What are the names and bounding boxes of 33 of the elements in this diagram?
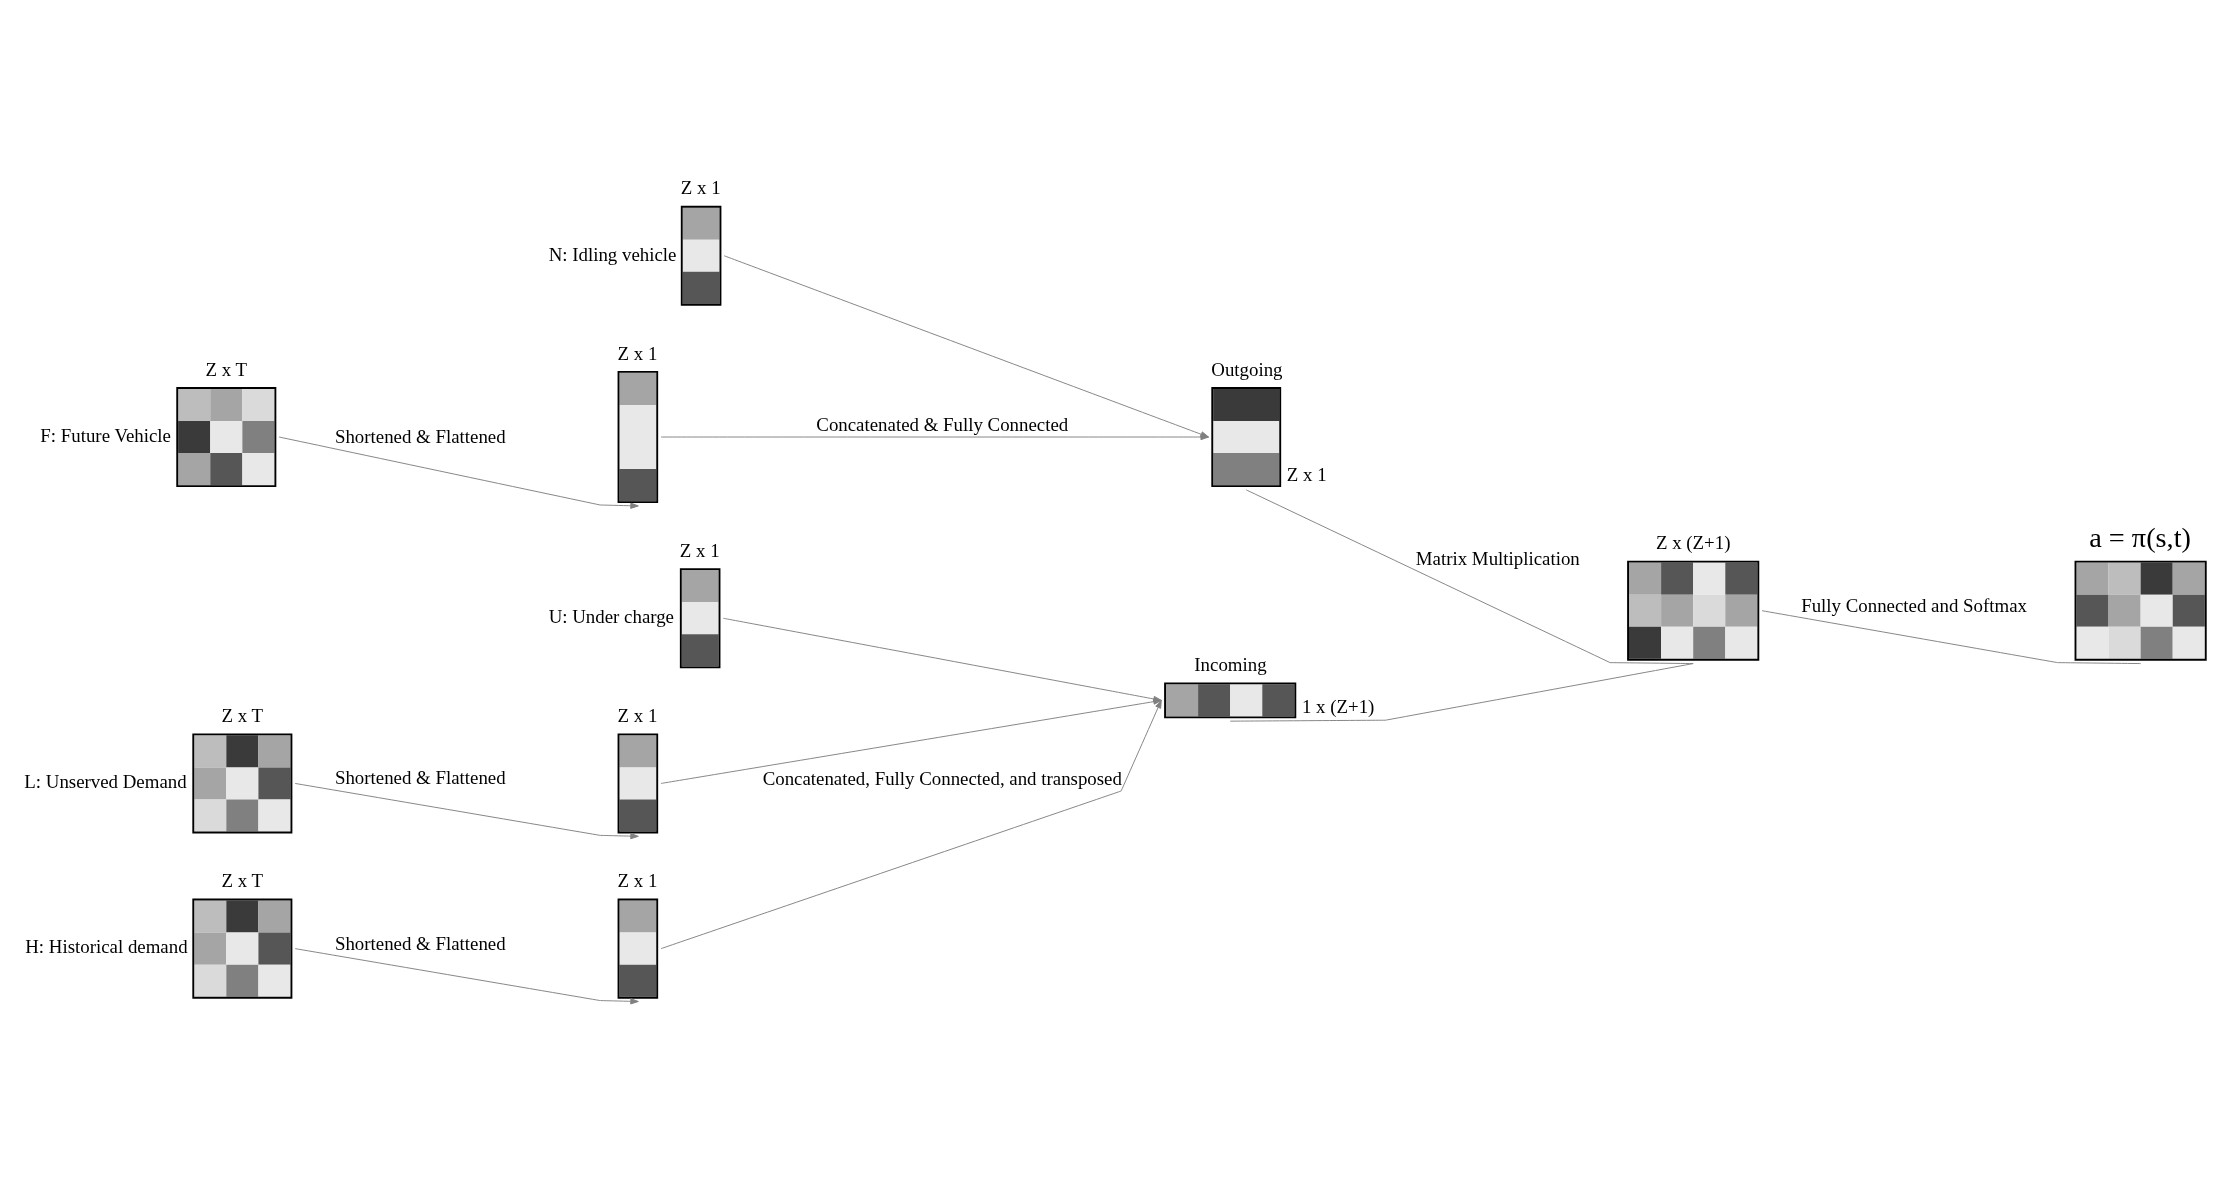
connector	[1245, 489, 1694, 665]
node-label: Z x T	[221, 870, 264, 892]
edge-label: Shortened & Flattened	[334, 932, 506, 954]
node-label: H: Historical demand	[25, 936, 188, 958]
node-label: N: Idling vehicle	[548, 243, 677, 265]
edge-label: Fully Connected and Softmax	[1801, 594, 2027, 616]
arrow	[294, 783, 639, 840]
node-label: Outgoing	[1211, 358, 1283, 380]
edge-label: Shortened & Flattened	[334, 425, 506, 447]
edge-label: Concatenated & Fully Connected	[816, 414, 1069, 436]
arrow	[723, 255, 1209, 438]
node-label: a = π(s,t)	[2089, 521, 2191, 553]
edge-label: Concatenated, Fully Connected, and transposed	[762, 768, 1122, 790]
node-label: Z x 1	[617, 705, 658, 727]
node-label: Incoming	[1194, 654, 1267, 676]
node-label: Z x (Z+1)	[1655, 532, 1731, 554]
node-label: Z x 1	[1286, 464, 1327, 486]
arrow	[294, 948, 639, 1005]
node-label: Z x 1	[617, 870, 658, 892]
edge-label: Matrix Multiplication	[1415, 548, 1580, 570]
node-label: U: Under charge	[548, 605, 674, 627]
node-label: Z x T	[221, 705, 264, 727]
edge-label: Shortened & Flattened	[334, 767, 506, 789]
connector	[1229, 663, 1694, 722]
node-label: Z x 1	[680, 177, 721, 199]
node-label: Z x 1	[679, 539, 720, 561]
node-label: Z x T	[205, 358, 248, 380]
connector	[1761, 610, 2142, 665]
arrow	[278, 436, 639, 509]
node-label: Z x 1	[617, 342, 658, 364]
node-label: 1 x (Z+1)	[1301, 695, 1375, 717]
node-label: F: Future Vehicle	[40, 424, 171, 446]
node-label: L: Unserved Demand	[24, 771, 187, 793]
